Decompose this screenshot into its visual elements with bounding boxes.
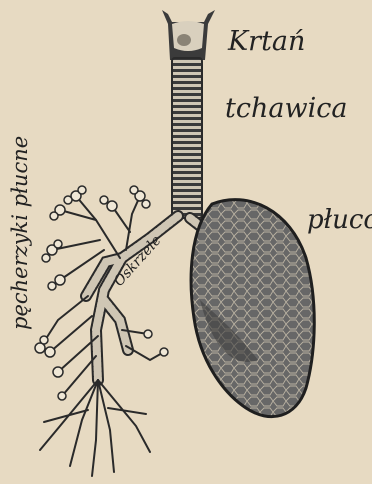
- lung-label: płuco: [307, 205, 372, 235]
- alveoli-label: pęcherzyki płucne: [8, 136, 32, 330]
- larynx: [162, 10, 215, 60]
- larynx-label: Krtań: [228, 26, 305, 57]
- lung: [191, 200, 314, 417]
- trachea: [172, 58, 202, 218]
- trachea-label: tchawica: [225, 93, 347, 124]
